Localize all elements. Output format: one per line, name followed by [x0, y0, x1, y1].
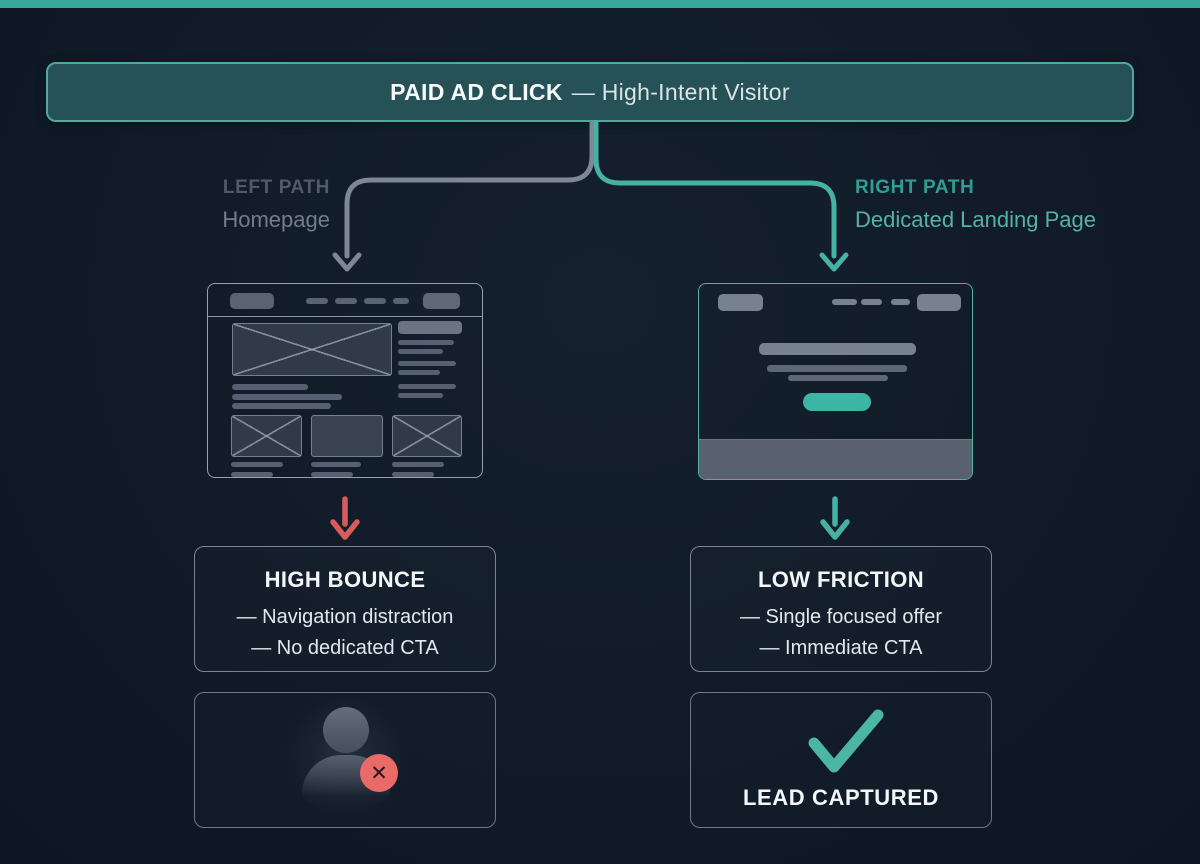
- header-box: PAID AD CLICK — High-Intent Visitor: [46, 62, 1134, 122]
- nav-button-placeholder: [423, 293, 460, 309]
- footer-band-placeholder: [699, 439, 972, 479]
- subheadline-line: [788, 375, 888, 381]
- bounce-arrowhead-icon: [330, 519, 360, 540]
- low-friction-item: — Immediate CTA: [759, 637, 923, 659]
- nav-button-placeholder: [917, 294, 961, 311]
- header-title-rest: — High-Intent Visitor: [571, 78, 790, 105]
- left-path-sublabel: Homepage: [222, 207, 330, 232]
- nav-link-dash: [364, 298, 386, 304]
- card-text-line: [231, 472, 273, 477]
- sidebar-text-line: [398, 349, 443, 354]
- high-bounce-item: — No dedicated CTA: [251, 637, 439, 659]
- left-branch-connector-line: [344, 120, 595, 259]
- left-branch-arrowhead-icon: [332, 252, 362, 272]
- header-title-bold: PAID AD CLICK: [390, 78, 563, 105]
- card-text-line: [311, 472, 353, 477]
- subheadline-line: [767, 365, 907, 372]
- nav-link-dash: [306, 298, 328, 304]
- body-text-line: [232, 403, 331, 409]
- top-accent-bar: [0, 0, 1200, 8]
- wireframe-card: [311, 415, 383, 477]
- low-friction-title: LOW FRICTION: [757, 567, 925, 592]
- bounced-visitor-box: ✕: [194, 687, 496, 828]
- wireframe-card: [231, 415, 302, 477]
- headline-bar-placeholder: [759, 343, 916, 355]
- person-lost-icon: [323, 707, 369, 753]
- right-path-sublabel: Dedicated Landing Page: [855, 207, 1096, 232]
- right-path-label-group: RIGHT PATH Dedicated Landing Page: [855, 177, 1135, 233]
- logo-placeholder: [230, 293, 274, 309]
- sidebar-text-line: [398, 340, 454, 345]
- hero-image-placeholder: [232, 323, 392, 376]
- nav-link-dash: [891, 299, 910, 305]
- high-bounce-item: — Navigation distraction: [236, 606, 454, 628]
- nav-link-dash: [832, 299, 857, 305]
- left-path-label: LEFT PATH: [222, 177, 330, 198]
- homepage-wireframe: [207, 283, 483, 478]
- capture-arrowhead-icon: [820, 519, 850, 540]
- high-bounce-title: HIGH BOUNCE: [264, 567, 426, 592]
- card-text-line: [392, 472, 434, 477]
- nav-link-dash: [861, 299, 882, 305]
- card-image-placeholder: [231, 415, 302, 457]
- low-friction-item: — Single focused offer: [740, 606, 942, 628]
- right-branch-arrowhead-icon: [819, 252, 849, 272]
- card-image-placeholder: [311, 415, 383, 457]
- wireframe-navbar: [208, 284, 482, 317]
- sidebar-text-line: [398, 384, 456, 389]
- card-text-line: [231, 462, 283, 467]
- nav-link-dash: [335, 298, 357, 304]
- sidebar-text-line: [398, 370, 440, 375]
- sidebar-text-line: [398, 393, 443, 398]
- landing-page-wireframe: [698, 283, 973, 480]
- wireframe-card-row: [231, 415, 462, 477]
- wireframe-card: [392, 415, 462, 477]
- low-friction-box: LOW FRICTION — Single focused offer — Im…: [690, 546, 992, 672]
- sidebar-text-line: [398, 361, 456, 366]
- checkmark-icon: [808, 709, 884, 773]
- wireframe-sidebar: [398, 321, 462, 398]
- cta-button-placeholder: [803, 393, 871, 411]
- card-text-line: [311, 462, 361, 467]
- right-branch-connector-line: [593, 120, 837, 259]
- x-badge-icon: ✕: [360, 754, 398, 792]
- body-text-line: [232, 394, 342, 400]
- nav-link-dash: [393, 298, 409, 304]
- lead-captured-box: LEAD CAPTURED: [690, 692, 992, 828]
- lead-captured-label: LEAD CAPTURED: [742, 785, 940, 810]
- body-text-line: [232, 384, 308, 390]
- card-text-line: [392, 462, 444, 467]
- high-bounce-box: HIGH BOUNCE — Navigation distraction — N…: [194, 546, 496, 672]
- right-path-label: RIGHT PATH: [855, 177, 975, 198]
- logo-placeholder: [718, 294, 763, 311]
- left-path-label-group: LEFT PATH Homepage: [140, 177, 330, 233]
- card-image-placeholder: [392, 415, 462, 457]
- sidebar-heading-placeholder: [398, 321, 462, 334]
